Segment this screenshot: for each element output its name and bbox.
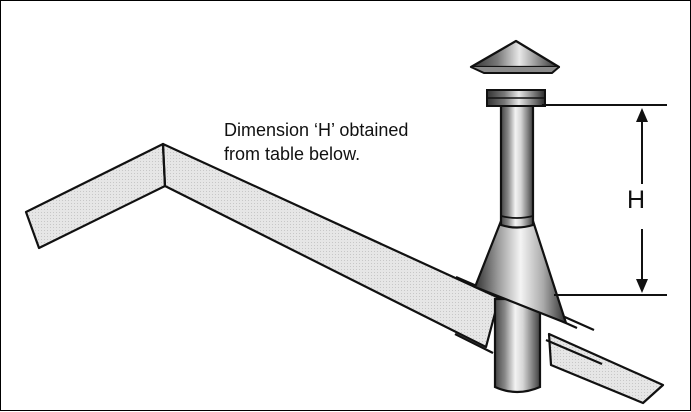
chimney-pipe-upper [499,101,535,229]
dimension-h-label: H [627,186,646,214]
roof-ridge-edge [162,143,166,187]
dimension-note-line-1: Dimension ‘H’ obtained [224,120,409,140]
roof-left-slope [24,142,167,250]
dimension-note-line-2: from table below. [224,144,361,164]
chimney-cap [469,39,561,69]
chimney-pipe-lower [493,297,542,394]
dimension-note: Dimension ‘H’ obtained from table below. [224,118,484,166]
roof [24,142,665,405]
roof-right-slope-upper [161,142,501,349]
dimension-bottom-arrowhead [636,279,648,293]
dimension-h [542,104,667,296]
dimension-top-arrowhead [636,108,648,122]
roof-right-slope-lower [547,332,665,405]
